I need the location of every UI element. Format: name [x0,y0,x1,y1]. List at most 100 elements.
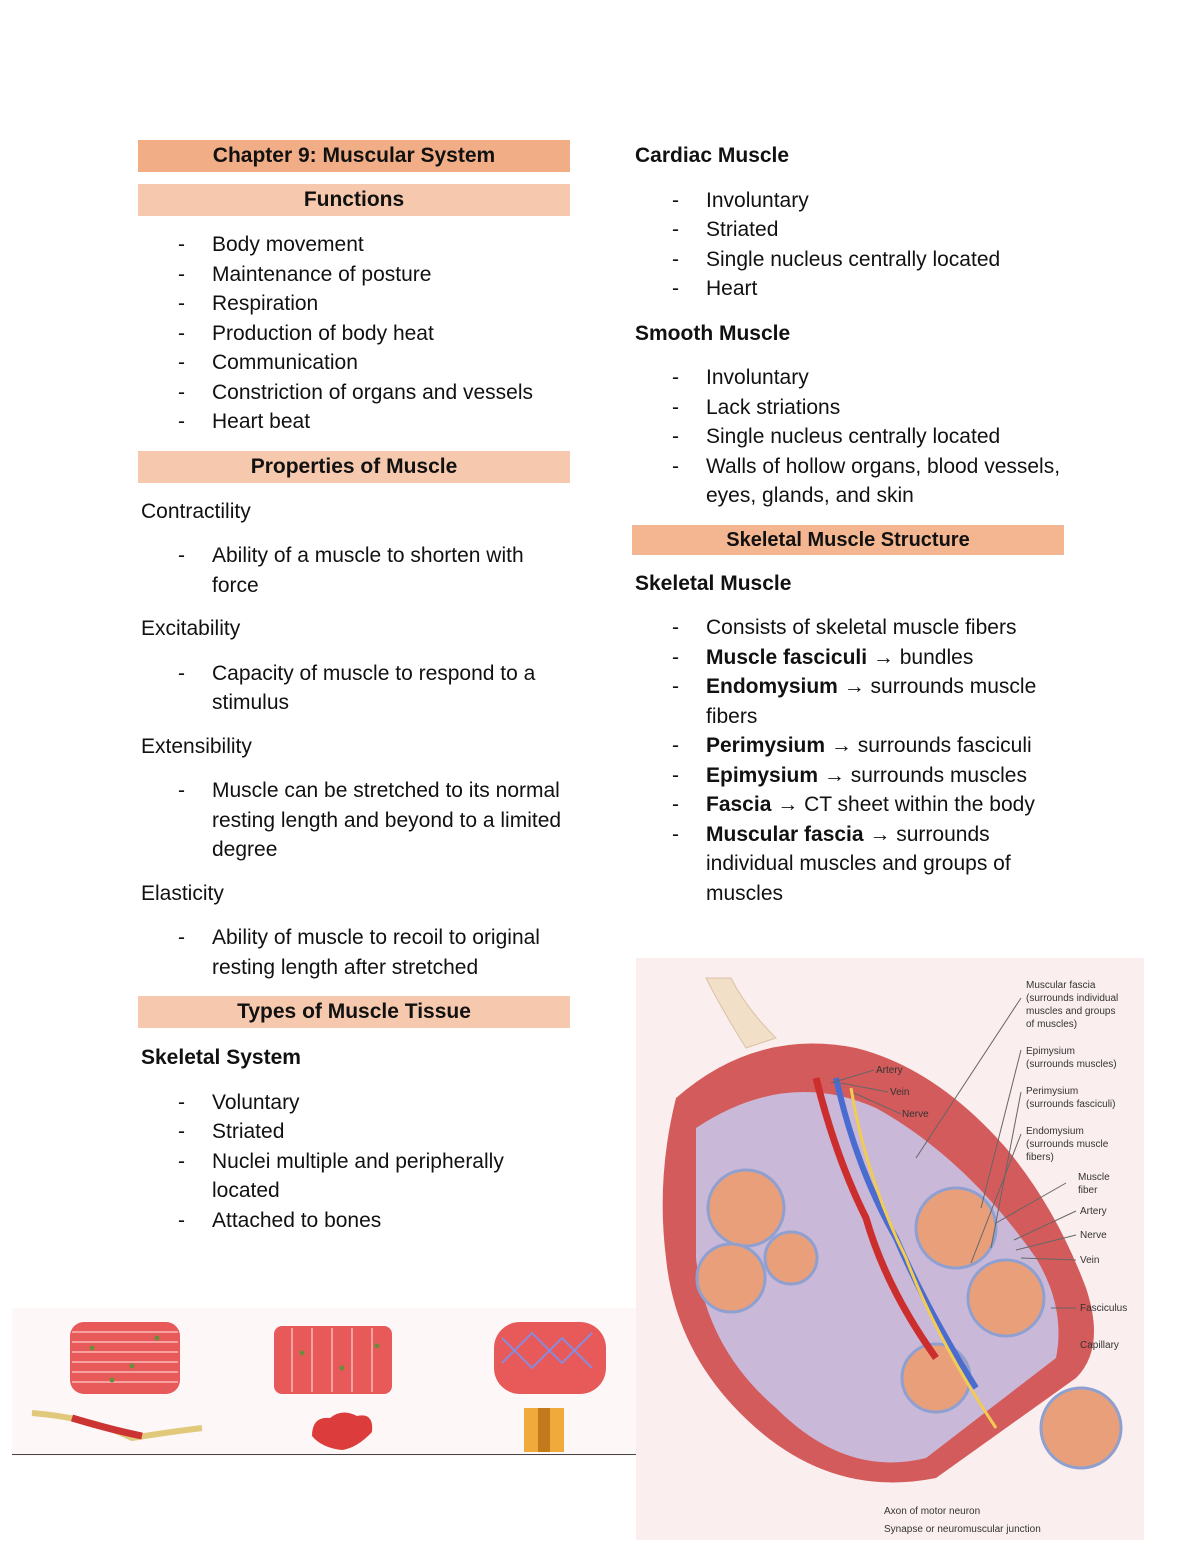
term-name: Perimysium [706,734,826,757]
list-item-text: Single nucleus centrally located [706,247,1001,271]
term-name: Muscular fascia [706,822,864,846]
list-item: Nuclei multiple and peripherally located [138,1147,570,1206]
structure-term-item: Fascia → CT sheet within the body [632,790,1064,820]
list-item-text: Involuntary [706,188,809,212]
functions-heading: Functions [138,184,570,216]
list-item-text: Capacity of muscle to respond to a stimu… [212,661,536,715]
list-item-text: Heart beat [212,410,311,433]
cardiac-heading: Cardiac Muscle [635,144,790,167]
property-name: Contractility [141,499,251,523]
synapse-label: Synapse or neuromuscular junction [884,1524,1041,1535]
list-item: Single nucleus centrally located [632,245,1064,275]
list-item-text: Body movement [212,233,364,256]
list-item-text: Single nucleus centrally located [706,425,1001,448]
term-name: Fascia [706,793,772,816]
axon-label: Axon of motor neuron [884,1506,980,1517]
vein-right-label: Vein [1080,1255,1099,1266]
skeletal-system-heading: Skeletal System [141,1046,301,1069]
list-item: Single nucleus centrally located [632,422,1064,452]
list-item: Consists of skeletal muscle fibers [632,613,1064,643]
structure-term-item: Muscular fascia → surrounds individual m… [632,820,1064,909]
list-item-text: Maintenance of posture [212,262,432,286]
list-item-text: Striated [706,218,779,241]
structure-term-item: Epimysium → surrounds muscles [632,761,1064,791]
epimysium-label: Epimysium(surrounds muscles) [1026,1046,1117,1070]
structure-term-item: Endomysium → surrounds muscle fibers [632,672,1064,731]
property-description: Muscle can be stretched to its normal re… [138,776,570,865]
list-item-text: Ability of a muscle to shorten with forc… [212,544,524,597]
muscle-types-figure [12,1308,644,1456]
list-item-text: Production of body heat [212,321,434,345]
chapter-title: Chapter 9: Muscular System [138,140,570,172]
term-definition: → surrounds muscle fibers [706,675,1037,728]
figure-divider [12,1454,644,1455]
list-item: Heart beat [138,407,570,437]
term-definition: → surrounds fasciculi [830,734,1032,757]
list-item-text: Muscle can be stretched to its normal re… [212,779,562,861]
structure-heading: Skeletal Muscle Structure [632,524,1064,555]
property-name: Extensibility [141,734,252,758]
property-name: Elasticity [141,881,224,905]
perimysium-label: Perimysium(surrounds fasciculi) [1026,1086,1115,1110]
skeletal-tissue-drawing [31,1322,203,1442]
list-item-text: Constriction of organs and vessels [212,380,533,404]
list-item: Heart [632,274,1064,304]
list-item-text: Consists of skeletal muscle fibers [706,616,1017,639]
structure-list: Consists of skeletal muscle fibers Muscl… [632,613,1064,908]
properties-section: ContractilityAbility of a muscle to shor… [138,497,570,983]
list-item-text: Attached to bones [212,1208,382,1232]
list-item: Communication [138,348,570,378]
list-item-text: Voluntary [212,1090,300,1114]
artery-right-label: Artery [1080,1206,1107,1217]
smooth-list: InvoluntaryLack striationsSingle nucleus… [632,363,1064,511]
list-item: Striated [632,215,1064,245]
term-name: Endomysium [706,675,838,698]
types-heading: Types of Muscle Tissue [138,996,570,1028]
property-description: Ability of a muscle to shorten with forc… [138,541,570,600]
list-item-text: Communication [212,351,358,374]
right-column: Cardiac Muscle InvoluntaryStriatedSingle… [632,140,1064,908]
list-item-text: Respiration [212,292,319,315]
list-item: Striated [138,1117,570,1147]
list-item: Maintenance of posture [138,260,570,290]
list-item: Involuntary [632,363,1064,393]
list-item: Voluntary [138,1088,570,1118]
artery-left-label: Artery [876,1065,903,1076]
term-definition: → bundles [872,645,974,669]
list-item-text: Lack striations [706,395,841,419]
term-name: Muscle fasciculi [706,645,868,669]
muscle-types-illustration [31,1322,606,1452]
property-name: Excitability [141,617,241,640]
property-description-list: Muscle can be stretched to its normal re… [138,776,570,865]
list-item-text: Ability of muscle to recoil to original … [212,926,540,979]
properties-heading: Properties of Muscle [138,450,570,483]
list-item: Lack striations [632,393,1064,423]
smooth-heading: Smooth Muscle [635,321,791,345]
smooth-tissue-drawing [494,1322,606,1452]
list-item: Walls of hollow organs, blood vessels, e… [632,452,1064,511]
cardiac-tissue-drawing [274,1326,392,1450]
fasciculus-label: Fasciculus [1080,1303,1127,1314]
vein-left-label: Vein [890,1087,909,1098]
list-item-text: Walls of hollow organs, blood vessels, e… [706,454,1061,508]
property-description-list: Ability of a muscle to shorten with forc… [138,541,570,600]
nerve-right-label: Nerve [1080,1230,1107,1241]
property-description: Ability of muscle to recoil to original … [138,923,570,982]
property-description-list: Capacity of muscle to respond to a stimu… [138,659,570,718]
list-item: Constriction of organs and vessels [138,378,570,408]
list-item: Involuntary [632,186,1064,216]
list-item: Body movement [138,230,570,260]
structure-term-item: Muscle fasciculi → bundles [632,643,1064,673]
property-description-list: Ability of muscle to recoil to original … [138,923,570,982]
term-definition: → CT sheet within the body [777,793,1035,816]
list-item: Respiration [138,289,570,319]
skeletal-list: VoluntaryStriatedNuclei multiple and per… [138,1088,570,1236]
list-item-text: Striated [212,1120,285,1143]
list-item-text: Nuclei multiple and peripherally located [212,1149,504,1203]
cardiac-list: InvoluntaryStriatedSingle nucleus centra… [632,186,1064,304]
capillary-label: Capillary [1080,1340,1119,1351]
